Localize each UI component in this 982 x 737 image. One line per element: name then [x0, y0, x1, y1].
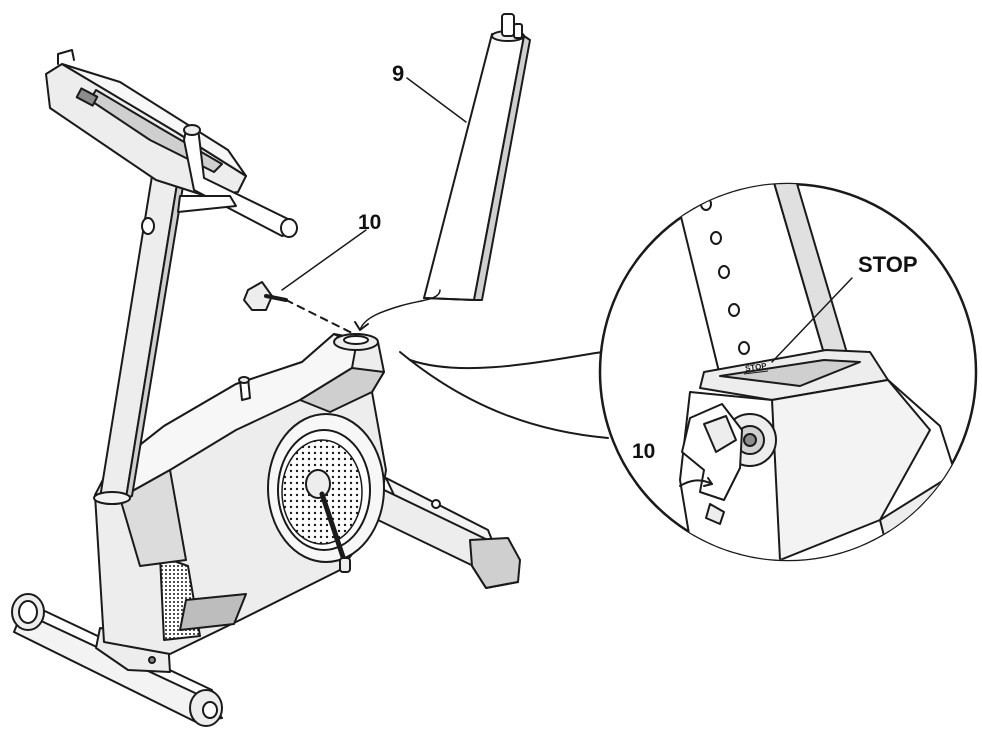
callout-part-10-detail: 10 [632, 440, 656, 463]
front-stabilizer [377, 477, 521, 589]
leader-lines [281, 77, 467, 291]
handlebar [177, 124, 298, 238]
callout-part-10-main: 10 [358, 211, 382, 234]
rear-stabilizer [11, 593, 223, 727]
main-frame [94, 333, 387, 655]
callout-part-9: 9 [392, 61, 405, 86]
tube-stamp-underline [743, 370, 769, 375]
seat-post-socket [333, 333, 379, 351]
seat-post [354, 13, 531, 331]
tube-stamp: STOP [745, 361, 768, 373]
seat-adjust-knob [238, 376, 251, 401]
console [45, 49, 247, 197]
callout-stop-label: STOP [858, 252, 918, 277]
adjustment-knob [243, 281, 355, 335]
flywheel-cover [267, 413, 385, 573]
